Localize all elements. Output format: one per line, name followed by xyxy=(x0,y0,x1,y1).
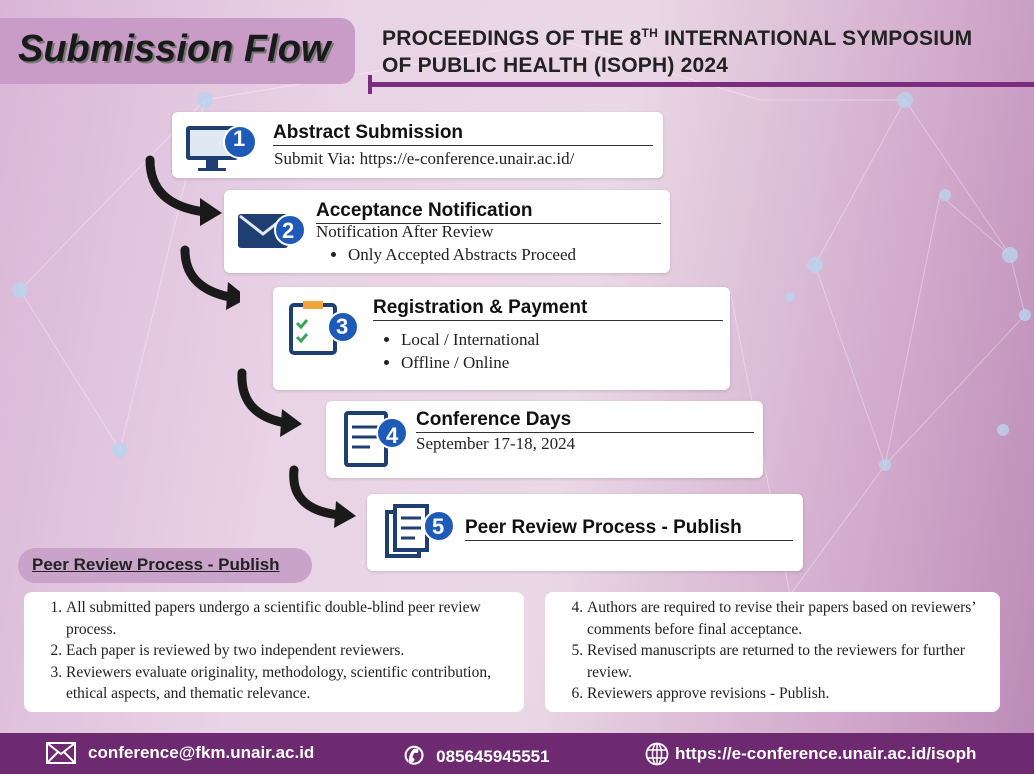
step-title: Conference Days xyxy=(416,409,754,433)
step-title: Abstract Submission xyxy=(273,122,653,146)
step-number: 1 xyxy=(233,126,246,151)
phone-number[interactable]: 085645945551 xyxy=(436,746,550,766)
step-bullet: Only Accepted Abstracts Proceed xyxy=(348,243,576,266)
footer-phone[interactable]: ✆ 085645945551 xyxy=(404,742,550,771)
step-number: 5 xyxy=(432,514,445,539)
footer-email[interactable]: conference@fkm.unair.ac.id xyxy=(46,742,314,764)
step-title: Acceptance Notification xyxy=(316,200,661,224)
peer-review-heading-text: Peer Review Process - Publish xyxy=(32,555,280,574)
computer-icon xyxy=(186,125,257,171)
step-card-2: 2 Acceptance Notification Notification A… xyxy=(224,190,670,273)
list-item: Revised manuscripts are returned to the … xyxy=(587,640,986,683)
heading-sup: TH xyxy=(641,26,658,40)
list-item: Reviewers evaluate originality, methodol… xyxy=(66,662,510,705)
list-item: Reviewers approve revisions - Publish. xyxy=(587,683,986,705)
checklist-icon xyxy=(289,301,359,355)
heading-line2: OF PUBLIC HEALTH (ISOPH) 2024 xyxy=(382,54,729,77)
step-bullet: Local / International xyxy=(401,328,540,351)
footer-website[interactable]: https://e-conference.unair.ac.id/isoph xyxy=(645,742,976,766)
step-details: Notification After ReviewOnly Accepted A… xyxy=(316,220,576,266)
header-divider xyxy=(368,75,1034,94)
papers-icon xyxy=(385,504,455,558)
peer-review-list-left: All submitted papers undergo a scientifi… xyxy=(24,592,524,712)
document-icon xyxy=(344,411,408,467)
email-link[interactable]: conference@fkm.unair.ac.id xyxy=(88,743,315,762)
step-card-4: 4 Conference Days September 17-18, 2024 xyxy=(326,401,763,478)
list-item: All submitted papers undergo a scientifi… xyxy=(66,597,510,640)
conference-heading: PROCEEDINGS OF THE 8TH INTERNATIONAL SYM… xyxy=(382,20,972,79)
envelope-icon xyxy=(238,214,306,248)
peer-review-heading: Peer Review Process - Publish xyxy=(18,548,312,583)
step-card-3: 3 Registration & Payment Local / Interna… xyxy=(273,287,730,390)
step-subtitle: Submit Via: https://e-conference.unair.a… xyxy=(274,149,575,168)
step-card-5: 5 Peer Review Process - Publish xyxy=(367,494,803,571)
phone-icon: ✆ xyxy=(404,743,425,770)
heading-line1-rest: INTERNATIONAL SYMPOSIUM xyxy=(657,27,973,50)
step-subtitle: September 17-18, 2024 xyxy=(416,434,576,453)
website-link[interactable]: https://e-conference.unair.ac.id/isoph xyxy=(675,744,977,763)
step-card-1: 1 Abstract Submission Submit Via: https:… xyxy=(172,112,663,178)
step-number: 4 xyxy=(386,423,399,448)
page-title: Submission Flow xyxy=(18,28,331,70)
peer-review-list-right: Authors are required to revise their pap… xyxy=(545,592,1000,712)
list-item: Each paper is reviewed by two independen… xyxy=(66,640,510,662)
step-details: Local / InternationalOffline / Online xyxy=(369,328,540,374)
flow-arrows xyxy=(145,155,240,310)
step-title: Peer Review Process - Publish xyxy=(465,517,793,541)
step-title: Registration & Payment xyxy=(373,297,723,321)
footer-contact-bar: conference@fkm.unair.ac.id ✆ 08564594555… xyxy=(0,733,1034,774)
step-bullet: Offline / Online xyxy=(401,351,540,374)
globe-icon xyxy=(645,742,669,766)
step-number: 2 xyxy=(282,218,295,243)
step-subtitle: Notification After Review xyxy=(316,222,494,241)
list-item: Authors are required to revise their pap… xyxy=(587,597,986,640)
flow-arrows-lower xyxy=(237,368,356,528)
mail-icon xyxy=(46,742,76,764)
title-banner: Submission Flow xyxy=(0,18,355,84)
heading-line1: PROCEEDINGS OF THE 8 xyxy=(382,27,642,50)
step-number: 3 xyxy=(336,314,349,339)
